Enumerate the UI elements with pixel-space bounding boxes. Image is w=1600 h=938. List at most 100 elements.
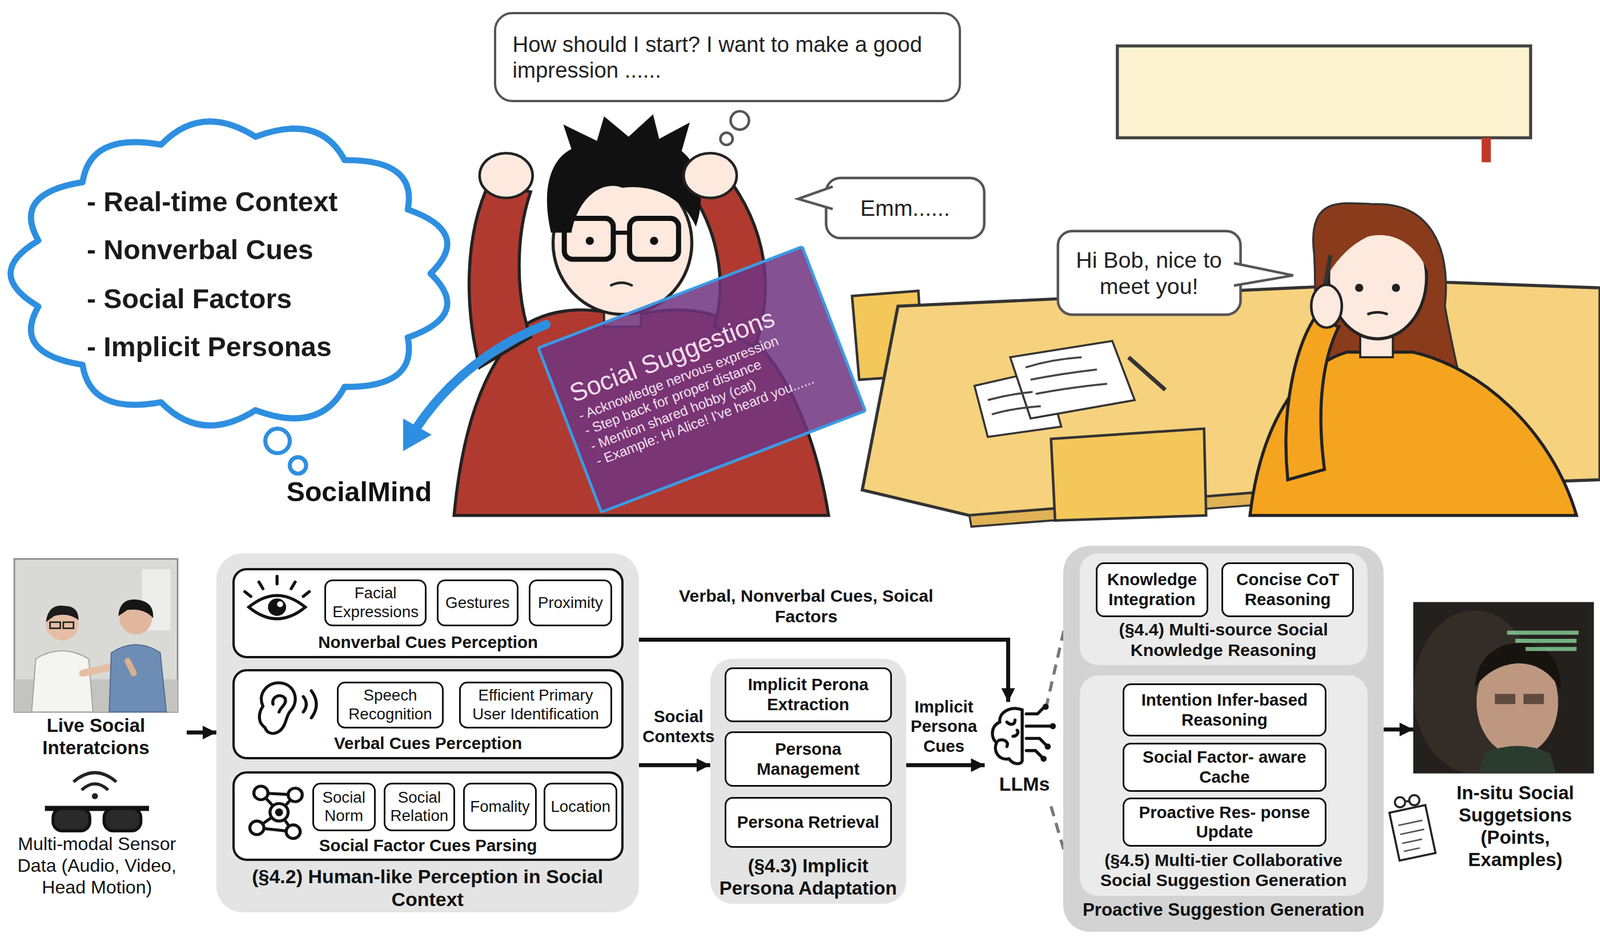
node-icon [272, 696, 286, 713]
node-icon [291, 582, 296, 590]
feature-box: Gestures [436, 579, 519, 627]
node-title: Social Factor Cues Parsing [232, 835, 623, 856]
node-title: LLMs [979, 772, 1070, 796]
node-title: Hi Bob, nice to meet you! [1064, 246, 1234, 300]
node-title: Gestures [441, 593, 514, 613]
node-title: Social Relation [388, 788, 450, 826]
node-title: Emm...... [832, 194, 978, 221]
girl-figure [1249, 203, 1577, 516]
flow-arrow [186, 730, 217, 735]
note-icon [1389, 795, 1436, 862]
speech-bubble: Hi Bob, nice to meet you! [1056, 229, 1242, 317]
input-label: Multi-modal Sensor Data (Audio, Video, H… [2, 833, 192, 899]
node-icon [259, 682, 296, 734]
table [862, 281, 1600, 516]
node-icon [1042, 704, 1049, 711]
node-title: (§4.5) Multi-tier Collaborative Social S… [1079, 850, 1368, 892]
node-title: Nonverbal Cues Perception [232, 632, 623, 653]
papers [987, 357, 1108, 415]
node-icon [244, 576, 310, 620]
node-icon [1040, 756, 1048, 763]
node-icon [1515, 638, 1577, 643]
node-icon [1044, 744, 1052, 751]
glasses-icon [103, 808, 141, 831]
feature-box: Efficient Primary User Identification [459, 681, 613, 729]
feature-box: Persona Retrieval [724, 797, 892, 848]
node-title: Proactive Suggestion Generation [1063, 899, 1384, 922]
girl-figure [1311, 284, 1342, 328]
node-icon [1040, 704, 1057, 763]
node-title: Concise CoT Reasoning [1225, 569, 1350, 610]
node-title: Persona Management [729, 739, 887, 780]
glasses-icon [53, 808, 90, 831]
node-icon [1525, 646, 1577, 651]
node-icon [248, 595, 306, 619]
node-outline [797, 186, 833, 209]
glasses-icon [45, 772, 150, 831]
flow-arrow [1383, 727, 1414, 732]
node-icon [992, 708, 1023, 765]
node-outline [10, 121, 448, 426]
node-icon [63, 622, 74, 629]
feature-box: Location [543, 782, 618, 832]
node-title: Fomality [468, 797, 533, 817]
feature-box: Proactive Res- ponse Update [1122, 797, 1327, 847]
node-outline [826, 178, 985, 239]
node-icon [244, 592, 252, 597]
node-title: Knowledge Integration [1100, 569, 1204, 610]
node-title: Facial Expressions [329, 584, 422, 622]
node-icon [275, 576, 279, 585]
papers [974, 340, 1166, 437]
node-text: - Nonverbal Cues [86, 233, 424, 267]
node-outline [1057, 231, 1241, 316]
speech-bubble: Emm...... [824, 176, 986, 240]
feature-box: Intention Infer-based Reasoning [1122, 683, 1327, 737]
note-icon [1389, 805, 1436, 861]
chair [1051, 428, 1207, 521]
feature-box: Facial Expressions [324, 579, 427, 627]
module-panel: Proactive Suggestion Generation(§4.4) Mu… [1063, 545, 1384, 932]
node-icon [1007, 720, 1016, 725]
sub-module-panel: (§4.5) Multi-tier Collaborative Social S… [1079, 675, 1368, 896]
node-icon [1026, 750, 1043, 758]
node-icon [1012, 730, 1019, 737]
thought-dots [730, 111, 749, 130]
girl-figure [1324, 255, 1332, 288]
feature-box: Social Norm [312, 782, 376, 832]
feature-box: Proximity [528, 579, 613, 627]
node-icon [118, 599, 154, 619]
node-title: Implicit Perona Extraction [729, 674, 887, 715]
node-outline [1233, 263, 1293, 286]
node-text: - Social Factors [86, 282, 424, 316]
edge-label: Verbal, Nonverbal Cues, Soical Factors [668, 585, 944, 627]
feature-box: Implicit Perona Extraction [724, 667, 892, 723]
node-title: - Real-time Context [86, 185, 424, 219]
note-icon [1405, 800, 1410, 803]
node-title: Speech Recognition [341, 686, 440, 724]
node-icon [31, 650, 93, 713]
node-icon [277, 601, 284, 608]
boy-figure [613, 230, 630, 235]
girl-figure [1285, 318, 1339, 480]
node-icon [109, 644, 167, 713]
node-icon [1413, 601, 1594, 774]
ar-suggestion-panel: Social Suggestions- Acknowledge nervous … [536, 244, 868, 514]
edge-label: Social Contexts [632, 706, 725, 747]
glasses-icon [81, 784, 108, 791]
node-icon [1523, 693, 1545, 705]
note-icon [1409, 795, 1420, 806]
thought-dots [265, 428, 291, 454]
node-icon [1026, 725, 1051, 729]
node-title: How should I start? I want to make a goo… [512, 31, 943, 84]
feature-box: Concise CoT Reasoning [1221, 562, 1354, 618]
node-icon [303, 696, 307, 713]
node-icon [82, 667, 112, 674]
whiteboard [1117, 45, 1531, 138]
node-title: (§4.2) Human-like Perception in Social C… [216, 865, 639, 911]
node-title: Location [548, 797, 613, 817]
node-icon [268, 599, 287, 617]
thought-cloud: - Real-time Context - Nonverbal Cues - Soc… [3, 120, 460, 437]
flow-arrow [638, 763, 711, 768]
node-title: Persona Retrieval [729, 812, 887, 833]
